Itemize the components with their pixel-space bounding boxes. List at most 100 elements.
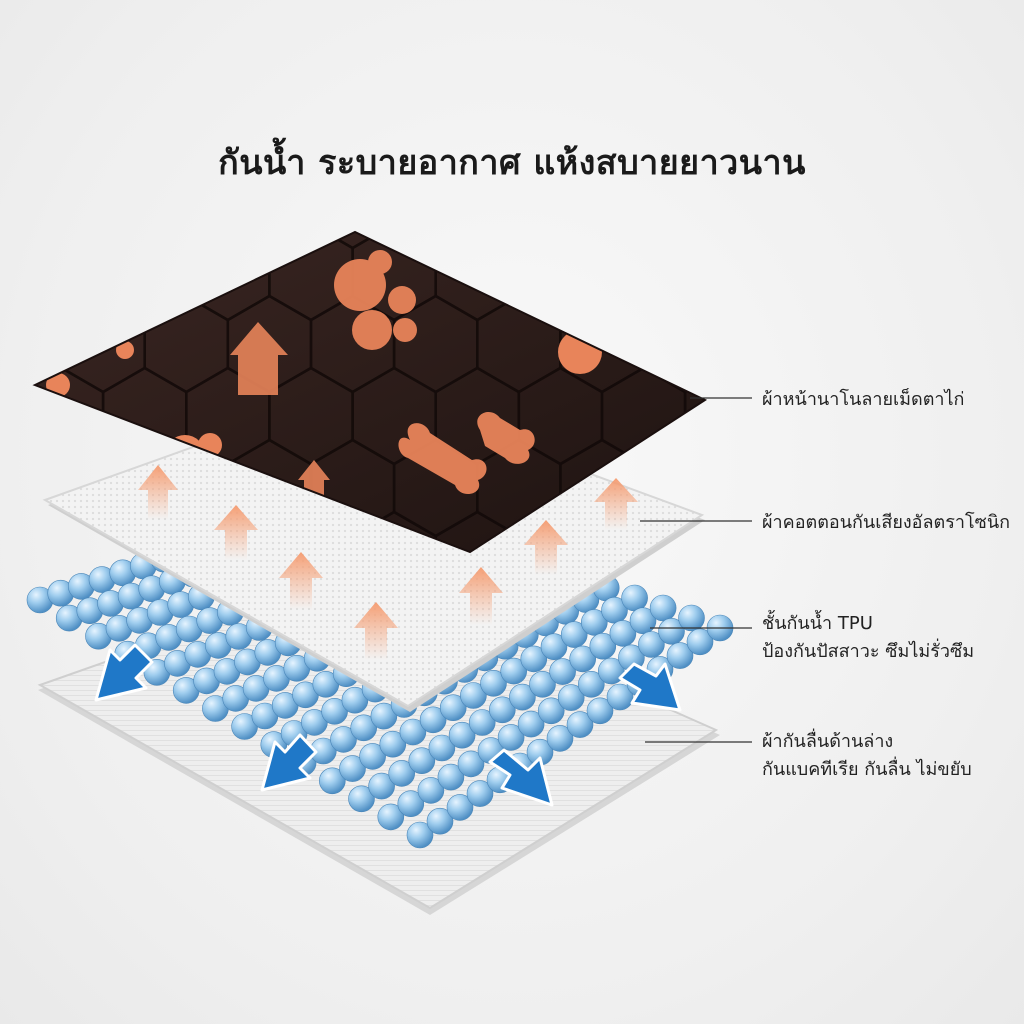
tpu-bead [638,631,665,658]
tpu-bead [606,683,634,711]
hex-quilt-cell [727,296,810,392]
hex-quilt-cell [768,80,851,176]
hex-quilt-cell [893,296,976,392]
hex-quilt-cell [0,728,62,824]
hex-quilt-cell [935,368,1018,464]
tpu-bead [446,794,474,821]
tpu-bead [577,670,605,698]
tpu-bead [621,584,648,612]
tpu-bead [686,628,714,656]
hex-quilt-cell [351,510,437,552]
tpu-bead [520,645,548,673]
hex-quilt-cell [35,438,63,538]
tpu-bead [339,755,366,782]
tpu-bead [377,803,405,831]
tpu-bead [666,642,694,669]
tpu-bead [537,697,565,725]
tpu-bead [658,617,685,645]
tpu-bead [330,726,357,753]
hex-quilt-cell [600,232,687,322]
hex-quilt-cell [810,152,893,248]
tpu-bead [589,632,617,660]
hex-quilt-cell [143,232,230,250]
blue-arrows [94,643,682,807]
hex-quilt-cell [103,800,186,896]
tpu-bead [406,821,434,849]
tpu-bead [468,709,496,736]
tpu-bead [566,711,594,738]
tpu-bead [426,807,454,835]
tpu-bead [408,747,436,775]
hex-quilt-cell [602,80,685,176]
hex-quilt-cell [935,800,1018,896]
hex-quilt-cell [20,800,103,896]
tpu-bead [488,696,516,724]
hex-quilt-cell [0,368,20,464]
tpu-bead [580,609,608,636]
hex-quilt-cell [0,656,20,752]
hex-quilt-cell [0,80,20,176]
tpu-bead [419,706,447,734]
hex-quilt-cell [0,224,20,320]
tpu-bead [649,594,677,622]
tpu-bead [370,702,398,730]
tpu-bead [457,750,485,778]
tpu-bead [497,724,525,751]
tpu-bead [437,763,465,791]
tpu-bead [529,670,556,698]
hex-quilt-cell [0,512,20,608]
hex-quilt-cell [35,232,63,250]
hex-quilt-cell [101,232,188,322]
tpu-bead [629,607,657,635]
layer-label-line1: ผ้าคอตตอนกันเสียงอัลตราโซนิก [762,512,1011,533]
tpu-bead [397,790,425,818]
layer-label-line2: กันแบคทีเรีย กันลื่น ไม่ขยับ [762,758,972,780]
tpu-bead [678,604,705,632]
hex-quilt-cell [517,232,604,322]
tpu-bead [379,730,407,758]
hex-quilt-cell [768,368,851,464]
tpu-bead [597,657,625,685]
layer-label-line1: ผ้าหน้านาโนลายเม็ดตาไก่ [762,389,965,410]
layer-label-top-fabric: ผ้าหน้านาโนลายเม็ดตาไก่ [762,386,964,414]
hex-quilt-cell [60,232,146,250]
hex-quilt-cell [851,224,934,320]
hex-quilt-cell [0,800,20,896]
hex-quilt-cell [103,80,186,176]
hex-quilt-cell [186,80,269,176]
hex-quilt-cell [810,296,893,392]
tpu-bead [500,657,528,685]
hex-quilt-cell [519,80,602,176]
tpu-bead [348,785,375,813]
hex-quilt-cell [685,800,768,896]
hex-quilt-cell [851,800,934,896]
hex-quilt-cell [476,232,562,250]
hex-quilt-cell [436,80,519,176]
hex-quilt-cell [683,232,705,322]
hex-quilt-cell [851,368,934,464]
page-title: กันน้ำ ระบายอากาศ แห้งสบายยาวนาน [218,143,806,183]
hex-quilt-cell [392,232,479,250]
tpu-bead [448,721,476,749]
hex-quilt-cell [20,80,103,176]
tpu-bead [569,645,597,673]
tpu-bead [417,777,445,804]
tpu-bead [368,772,395,800]
tpu-bead [318,767,346,795]
hex-quilt-cell [727,152,810,248]
hex-quilt-cell [269,80,352,176]
tpu-bead [509,683,536,711]
tpu-bead [359,743,386,770]
hex-quilt-cell [683,366,705,466]
layer-label-line2: ป้องกันปัสสาวะ ซึมไม่รั่วซึม [762,640,975,662]
tpu-bead [439,694,467,722]
layer-label-cotton: ผ้าคอตตอนกันเสียงอัลตราโซนิก [762,509,1010,537]
hex-quilt-cell [353,80,436,176]
tpu-bead [517,710,545,738]
hex-quilt-cell [683,510,705,552]
hex-quilt-cell [935,80,1018,176]
tpu-bead [480,669,507,697]
hex-quilt-cell [893,152,976,248]
hex-quilt-cell [226,232,313,250]
